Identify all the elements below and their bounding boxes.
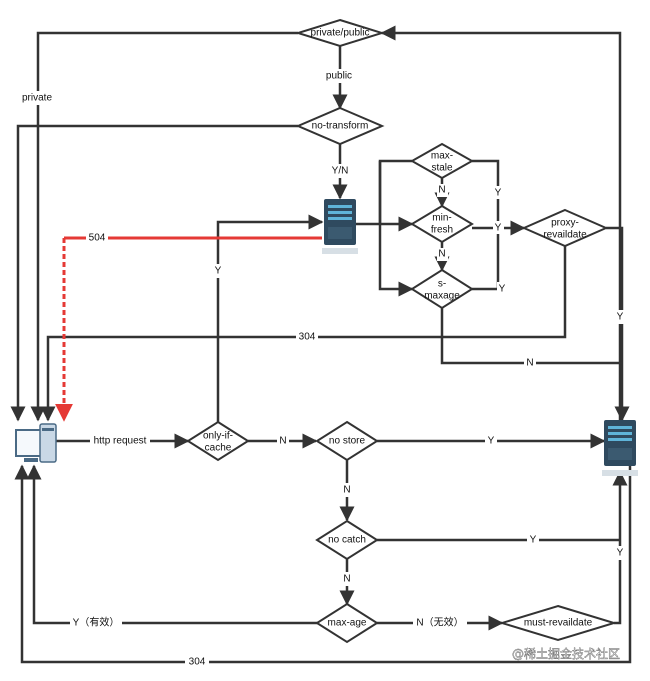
label-y-max-age: Y（有效） xyxy=(73,616,120,629)
svg-text:must-revaildate: must-revaildate xyxy=(524,618,593,629)
label-y-only-if: Y xyxy=(215,266,222,277)
label-y-proxy: Y xyxy=(617,312,624,323)
decision-s-maxage: s- maxage xyxy=(410,268,474,310)
label-n-proxy: N xyxy=(526,358,533,369)
svg-text:only-if-: only-if- xyxy=(203,431,233,442)
label-304-mid: 304 xyxy=(299,332,316,343)
svg-text:stale: stale xyxy=(431,163,453,174)
label-y-must: Y xyxy=(617,548,624,559)
svg-text:revaildate: revaildate xyxy=(543,230,587,241)
svg-text:max-age: max-age xyxy=(328,618,367,629)
decision-private-public: private/public xyxy=(294,18,386,48)
decision-no-transform: no-transform xyxy=(295,106,385,146)
label-n-maxstale: N xyxy=(438,185,445,196)
edge-group-loop xyxy=(378,159,412,224)
label-504: 504 xyxy=(89,233,106,244)
decision-max-stale: max- stale xyxy=(409,142,475,180)
label-n-max-age: N（无效） xyxy=(416,616,463,629)
edge-only-if-y xyxy=(216,214,324,422)
label-private: private xyxy=(22,93,52,104)
decision-no-catch: no catch xyxy=(315,519,379,561)
svg-text:maxage: maxage xyxy=(424,291,460,302)
decision-only-if-cache: only-if- cache xyxy=(186,420,250,462)
svg-text:cache: cache xyxy=(205,443,232,454)
gateway-504-path xyxy=(55,236,322,422)
svg-text:proxy-: proxy- xyxy=(551,218,579,229)
label-y-smaxage: Y xyxy=(499,284,506,295)
edge-maxstale-y xyxy=(472,159,500,228)
decision-max-age: max-age xyxy=(315,602,379,644)
proxy-server-icon xyxy=(322,199,358,254)
edge-proxy-revalidate-y xyxy=(606,226,630,422)
label-y-no-catch: Y xyxy=(530,535,537,546)
watermark: @稀土掘金技术社区 xyxy=(512,646,620,661)
label-y-no-store: Y xyxy=(488,436,495,447)
edge-smaxage-y xyxy=(472,228,500,291)
decision-must-revalidate: must-revaildate xyxy=(498,604,618,642)
edge-origin-to-private-public xyxy=(380,25,622,420)
svg-text:s-: s- xyxy=(438,279,446,290)
edge-private-to-client xyxy=(30,31,298,422)
label-http-request: http request xyxy=(94,436,147,447)
label-n-minfresh: N xyxy=(438,249,445,260)
label-304-bottom: 304 xyxy=(189,657,206,668)
svg-text:fresh: fresh xyxy=(431,225,453,236)
decision-no-store: no store xyxy=(315,420,379,462)
decision-nodes: private/public no-transform max- stale m… xyxy=(186,18,618,644)
edge-origin-304 xyxy=(14,460,632,664)
decision-min-fresh: min- fresh xyxy=(410,204,474,244)
svg-text:no store: no store xyxy=(329,436,366,447)
label-y-minfresh: Y xyxy=(495,223,502,234)
label-yn: Y/N xyxy=(332,166,349,177)
edge-labels: public private Y/N N N Y Y Y 504 Y Y 304… xyxy=(18,69,626,669)
svg-text:min-: min- xyxy=(432,213,451,224)
label-y-maxstale: Y xyxy=(495,188,502,199)
label-n-no-catch: N xyxy=(343,574,350,585)
edge-group-to-smaxage xyxy=(378,161,414,297)
label-n-no-store: N xyxy=(343,485,350,496)
edge-max-age-y xyxy=(26,464,318,625)
label-n-only-if: N xyxy=(279,436,286,447)
svg-text:max-: max- xyxy=(431,151,453,162)
svg-text:private/public: private/public xyxy=(311,28,370,39)
svg-text:no-transform: no-transform xyxy=(312,121,369,132)
svg-text:no catch: no catch xyxy=(328,535,366,546)
decision-proxy-revalidate: proxy- revaildate xyxy=(521,208,609,248)
edge-smaxage-n xyxy=(440,307,622,365)
label-public: public xyxy=(326,71,352,82)
origin-server-icon xyxy=(602,420,638,476)
edge-no-transform-to-client xyxy=(10,124,298,422)
client-computer-icon xyxy=(15,423,57,463)
